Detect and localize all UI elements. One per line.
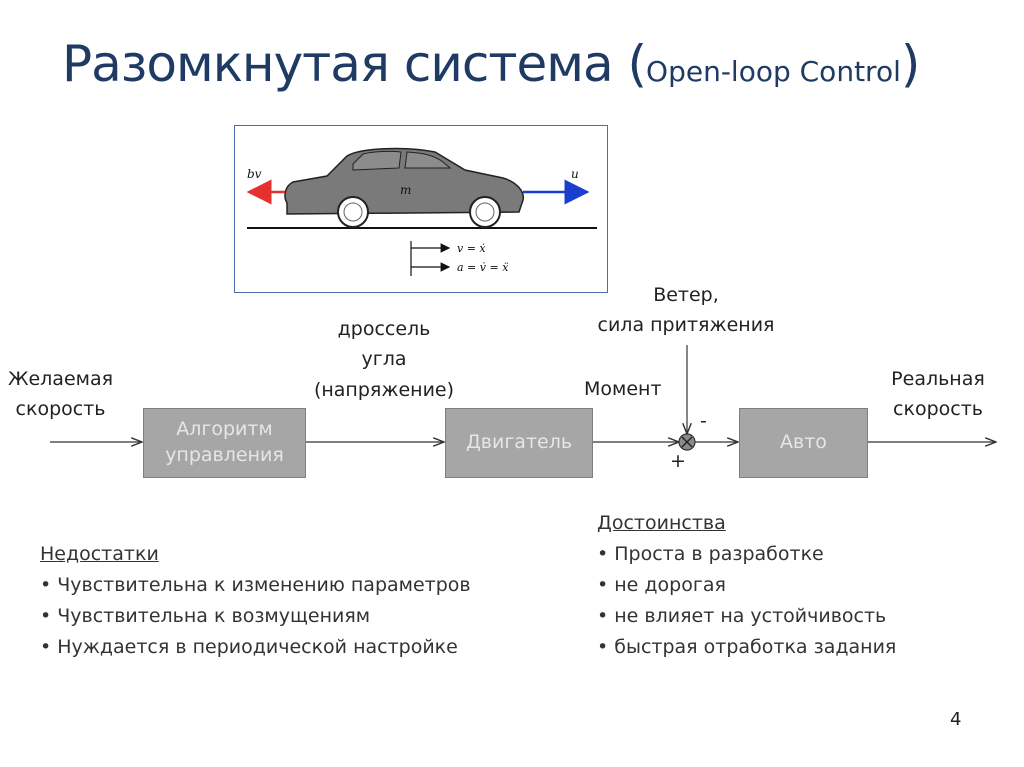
- torque-label: Момент: [584, 378, 662, 400]
- plus-sign: +: [670, 450, 686, 472]
- title-close: ): [900, 35, 920, 93]
- advantages-heading: Достоинства: [597, 512, 726, 534]
- car-block: Авто: [739, 408, 868, 478]
- control-force-label: u: [571, 167, 579, 181]
- list-item: • Чувствительна к изменению параметров: [40, 574, 471, 596]
- disturbance-label: Ветер, сила притяжения: [597, 284, 775, 337]
- page-number: 4: [950, 709, 962, 730]
- car-figure: m bv u v = ẋ a = v̇ = ẍ: [234, 125, 608, 293]
- output-label: Реальная скорость: [891, 368, 985, 421]
- drag-force-label: bv: [247, 167, 262, 181]
- car-body: [284, 147, 525, 215]
- summing-junction: [678, 433, 696, 451]
- list-item: • не дорогая: [597, 574, 726, 596]
- throttle-label: дроссель угла (напряжение): [313, 318, 455, 401]
- list-item: • быстрая отработка задания: [597, 636, 897, 658]
- disadvantages-list: Недостатки • Чувствительна к изменению п…: [40, 539, 471, 663]
- advantages-list: Достоинства • Проста в разработке • не д…: [597, 508, 896, 663]
- disadvantages-heading: Недостатки: [40, 543, 159, 565]
- car-illustration: m bv u v = ẋ a = v̇ = ẍ: [246, 147, 597, 276]
- title-subtitle: Open-loop Control: [646, 55, 901, 88]
- slide-title: Разомкнутая система (Open-loop Control): [62, 34, 920, 94]
- front-window: [352, 150, 402, 171]
- mass-label: m: [400, 183, 411, 197]
- velocity-equation: v = ẋ: [457, 242, 486, 255]
- minus-sign: -: [700, 410, 707, 432]
- list-item: • Нуждается в периодической настройке: [40, 636, 458, 658]
- list-item: • не влияет на устойчивость: [597, 605, 887, 627]
- rear-window: [404, 151, 452, 169]
- title-main: Разомкнутая система (: [62, 35, 647, 93]
- input-label: Желаемая скорость: [8, 368, 114, 421]
- list-item: • Чувствительна к возмущениям: [40, 605, 371, 627]
- engine-block: Двигатель: [445, 408, 593, 478]
- list-item: • Проста в разработке: [597, 543, 824, 565]
- acceleration-equation: a = v̇ = ẍ: [457, 261, 509, 274]
- controller-block: Алгоритм управления: [143, 408, 306, 478]
